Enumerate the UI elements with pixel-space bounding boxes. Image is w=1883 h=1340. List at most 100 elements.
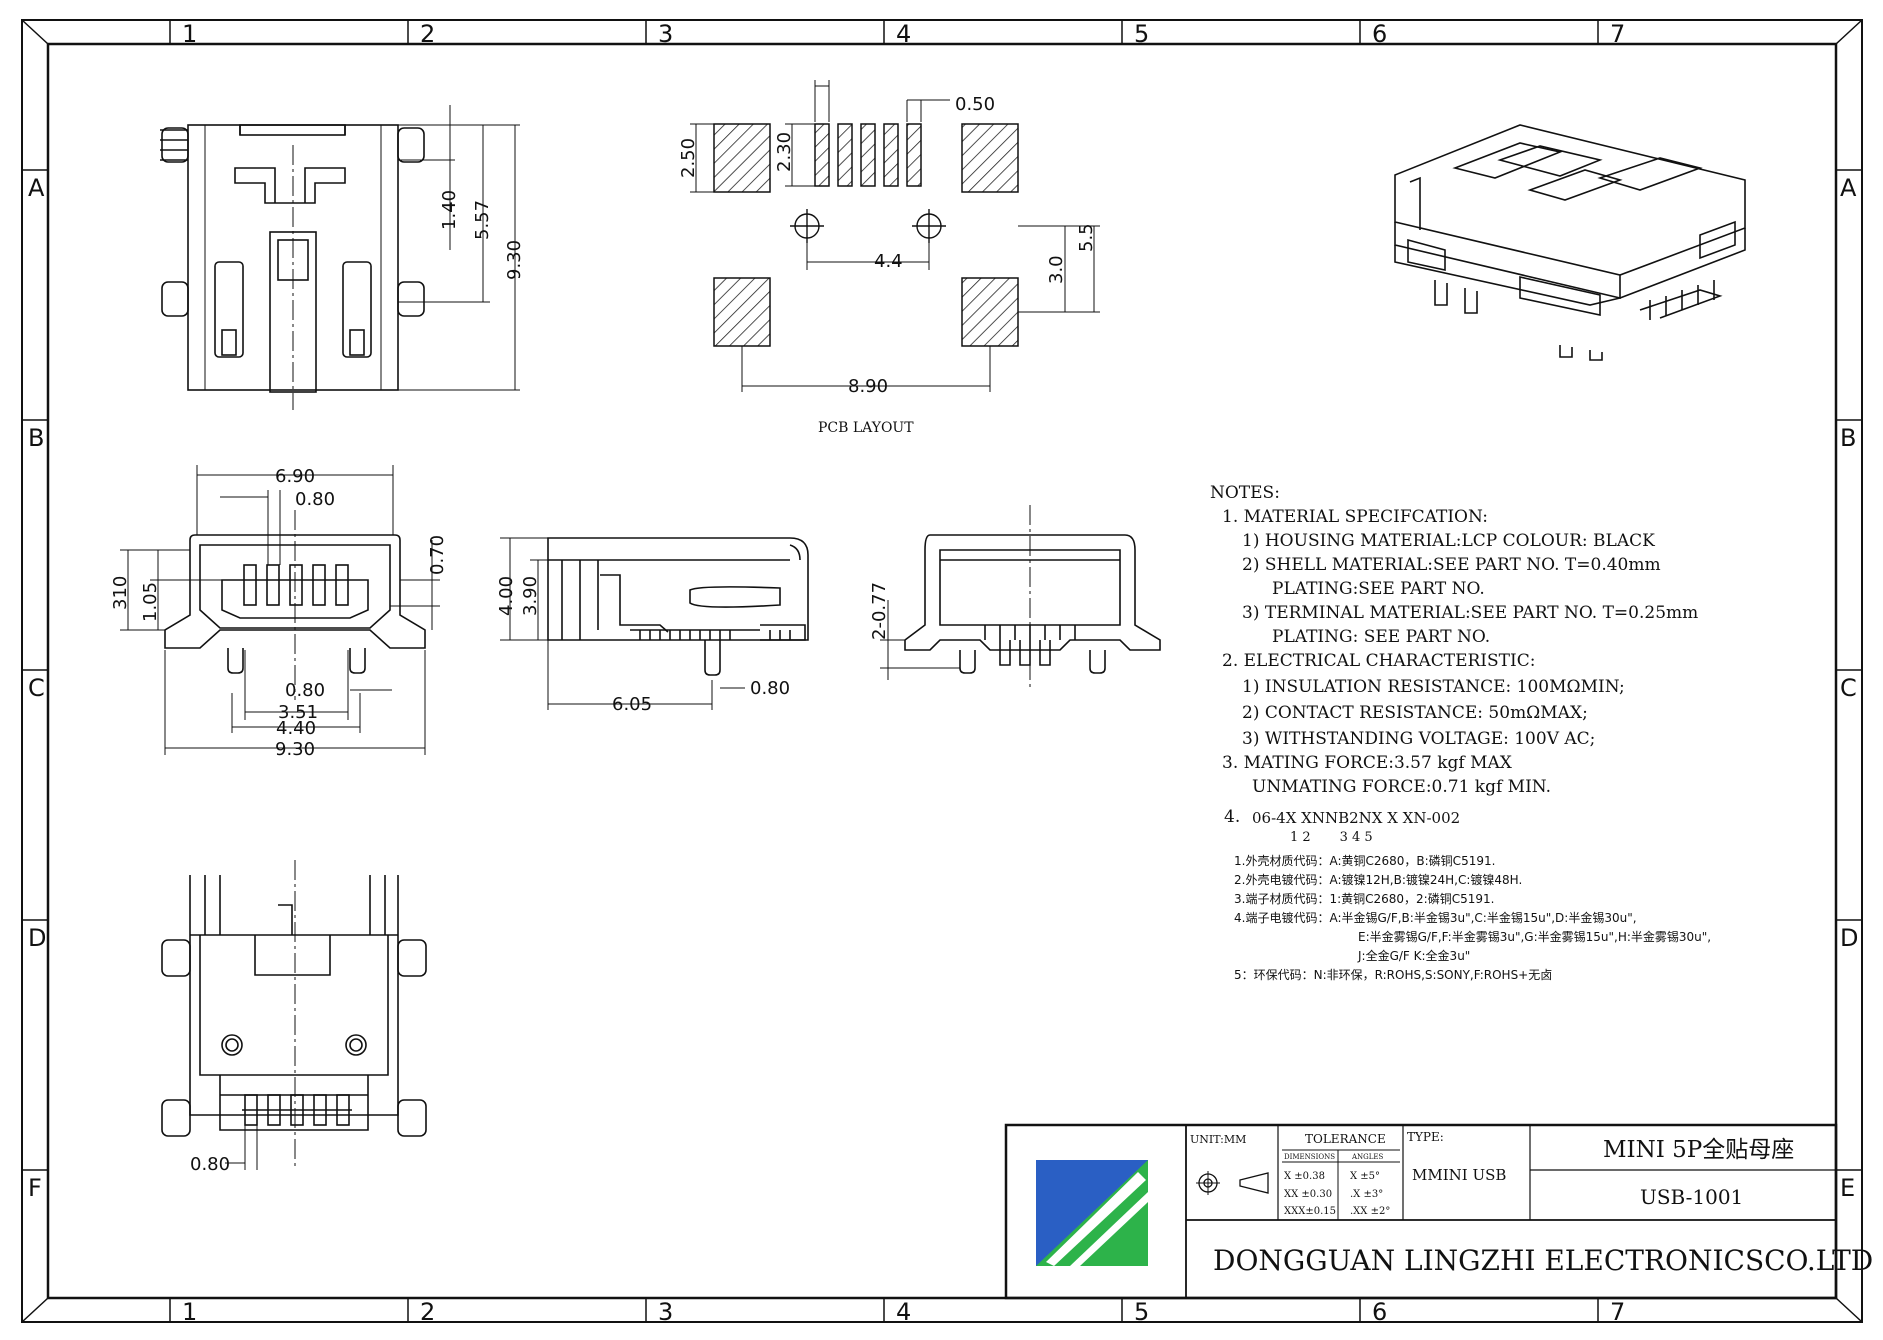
dim-label: 9.30 — [275, 739, 315, 760]
col-label: 7 — [1610, 1298, 1625, 1326]
dim-label: 0.80 — [190, 1154, 230, 1175]
pcb-layout-title: PCB LAYOUT — [818, 420, 914, 436]
note-line: 2) CONTACT RESISTANCE: 50mΩMAX; — [1242, 703, 1588, 723]
row-label: B — [1840, 424, 1856, 452]
row-label: E — [1840, 1174, 1855, 1202]
row-label: C — [28, 674, 45, 702]
dim-label: 5.57 — [472, 200, 493, 240]
dim-label: 9.30 — [504, 240, 525, 280]
dim-label: 4.00 — [496, 576, 517, 616]
note-line: 1) INSULATION RESISTANCE: 100MΩMIN; — [1242, 677, 1625, 697]
note-line: 2. ELECTRICAL CHARACTERISTIC: — [1222, 651, 1535, 671]
dimensions-header: DIMENSIONS — [1284, 1153, 1335, 1161]
col-label: 5 — [1134, 1298, 1149, 1326]
notes-title: NOTES: — [1210, 483, 1280, 503]
note-line: 3) TERMINAL MATERIAL:SEE PART NO. T=0.25… — [1242, 603, 1698, 623]
dim-label: 5.5 — [1076, 223, 1097, 252]
row-label: A — [28, 174, 45, 202]
note-line: 1) HOUSING MATERIAL:LCP COLOUR: BLACK — [1242, 531, 1655, 551]
note-cn-line: 5：环保代码：N:非环保，R:ROHS,S:SONY,F:ROHS+无卤 — [1234, 968, 1552, 982]
note-line: PLATING: SEE PART NO. — [1272, 627, 1490, 647]
row-label: D — [28, 924, 46, 952]
title-block — [1004, 1123, 1838, 1300]
note-line: 3. MATING FORCE:3.57 kgf MAX — [1222, 753, 1513, 773]
col-label: 1 — [182, 1298, 197, 1326]
side-view — [500, 537, 809, 710]
dim-label: 0.80 — [295, 489, 335, 510]
notes-cn-block: 1.外壳材质代码：A:黄铜C2680，B:磷铜C5191. 2.外壳电镀代码：A… — [1234, 853, 1711, 982]
company-name: DONGGUAN LINGZHI ELECTRONICSCO.LTD — [1213, 1244, 1873, 1277]
pcb-layout — [690, 80, 1100, 392]
col-label: 3 — [658, 20, 673, 48]
dim-label: 2.50 — [678, 138, 699, 178]
col-label: 1 — [182, 20, 197, 48]
note-cn-line: J:全金G/F K:全金3u" — [1357, 948, 1470, 963]
row-label: B — [28, 424, 44, 452]
note-line: 3) WITHSTANDING VOLTAGE: 100V AC; — [1242, 729, 1595, 749]
note-line: PLATING:SEE PART NO. — [1272, 579, 1485, 599]
rear-view — [880, 505, 1161, 690]
type-value: MMINI USB — [1412, 1166, 1506, 1184]
top-view — [160, 105, 520, 410]
col-label: 6 — [1372, 20, 1387, 48]
tol-dim: X ±0.38 — [1284, 1171, 1325, 1182]
note-cn-line: 1.外壳材质代码：A:黄铜C2680，B:磷铜C5191. — [1234, 853, 1495, 868]
tolerance-label: TOLERANCE — [1305, 1132, 1386, 1146]
col-label: 2 — [420, 1298, 435, 1326]
title-block-text: UNIT:MM TOLERANCE DIMENSIONS ANGLES X ±0… — [1190, 1130, 1873, 1277]
col-label: 4 — [896, 1298, 911, 1326]
col-label: 4 — [896, 20, 911, 48]
angles-header: ANGLES — [1351, 1153, 1384, 1161]
dim-label: 6.90 — [275, 466, 315, 487]
note-line: 2) SHELL MATERIAL:SEE PART NO. T=0.40mm — [1242, 555, 1661, 575]
note-line: UNMATING FORCE:0.71 kgf MIN. — [1252, 777, 1551, 797]
note-cn-line: 4.端子电镀代码：A:半金锡G/F,B:半金锡3u",C:半金锡15u",D:半… — [1234, 910, 1637, 925]
row-label: F — [28, 1174, 42, 1202]
dim-label: 6.05 — [612, 694, 652, 715]
dim-label: 310 — [110, 576, 131, 610]
tol-ang: .XX ±2° — [1350, 1206, 1390, 1217]
col-label: 5 — [1134, 20, 1149, 48]
col-label: 2 — [420, 20, 435, 48]
dim-label: 4.40 — [276, 718, 316, 739]
note-code-label: 4. — [1224, 807, 1240, 827]
isometric-view — [1394, 124, 1746, 361]
note-code-index: 1 2 3 4 5 — [1290, 830, 1373, 845]
col-label: 3 — [658, 1298, 673, 1326]
front-view — [120, 465, 440, 755]
note-line: 1. MATERIAL SPECIFCATION: — [1222, 507, 1488, 527]
note-cn-line: E:半金雾锡G/F,F:半金雾锡3u",G:半金雾锡15u",H:半金雾锡30u… — [1358, 929, 1711, 944]
dim-label: 3.51 — [278, 702, 318, 723]
dim-label: 3.0 — [1046, 255, 1067, 284]
dim-label: 3.90 — [520, 576, 541, 616]
dim-label: 4.4 — [874, 251, 903, 272]
row-label: C — [1840, 674, 1857, 702]
tol-ang: X ±5° — [1350, 1171, 1380, 1182]
note-code: 06-4X XNNB2NX X XN-002 — [1252, 809, 1460, 827]
drawing-frame — [21, 19, 1863, 1323]
dim-label: 1.05 — [140, 582, 161, 622]
part-number: USB-1001 — [1640, 1185, 1743, 1209]
unit-label: UNIT:MM — [1190, 1133, 1246, 1146]
frame-labels: 1 2 3 4 5 6 7 1 2 3 4 5 6 7 A B C D E F … — [28, 20, 1858, 1326]
type-label: TYPE: — [1407, 1130, 1444, 1144]
dim-label: 0.80 — [285, 680, 325, 701]
dim-label: 2.30 — [774, 132, 795, 172]
company-logo — [1036, 1160, 1148, 1266]
tol-dim: XXX±0.15 — [1284, 1206, 1336, 1217]
dim-label: 0.50 — [955, 94, 995, 115]
dim-label: 0.80 — [750, 678, 790, 699]
tol-ang: .X ±3° — [1350, 1189, 1383, 1200]
row-label: A — [1840, 174, 1857, 202]
tol-dim: XX ±0.30 — [1284, 1189, 1332, 1200]
frame-ticks — [22, 20, 1862, 1322]
notes-block: NOTES: 1. MATERIAL SPECIFCATION: 1) HOUS… — [1210, 483, 1698, 845]
dim-label: 2-0.77 — [869, 582, 890, 640]
dim-label: 8.90 — [848, 376, 888, 397]
col-label: 7 — [1610, 20, 1625, 48]
row-label: D — [1840, 924, 1858, 952]
col-label: 6 — [1372, 1298, 1387, 1326]
bottom-view — [161, 860, 427, 1170]
dim-label: 0.70 — [427, 535, 448, 575]
